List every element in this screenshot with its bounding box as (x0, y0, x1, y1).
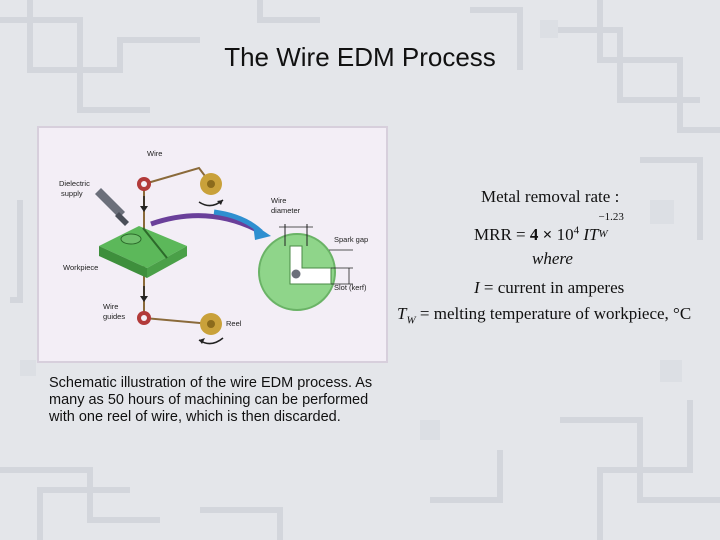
mrr-temp-subscript: W (598, 228, 608, 240)
mrr-current-symbol: I (583, 225, 589, 244)
definition-melting-temp: TW = melting temperature of workpiece, °… (397, 304, 691, 326)
mrr-ten-exponent: 4 (573, 224, 580, 237)
label-wire-guides-line1: Wire (103, 302, 118, 311)
formula-heading: Metal removal rate : (481, 187, 620, 206)
mrr-temp-exponent: −1.23 (598, 211, 624, 223)
label-wire-guides-line2: guides (103, 312, 125, 321)
label-reel: Reel (226, 319, 242, 328)
schematic-drawing: Wire Dielectric supply Workpiece Wire gu… (59, 149, 368, 345)
label-wire: Wire (147, 149, 162, 158)
workpiece-block (99, 226, 187, 278)
mrr-equals: = (516, 225, 526, 244)
label-spark-gap: Spark gap (334, 235, 368, 244)
melt-temp-symbol: T (397, 304, 407, 323)
dielectric-nozzle (95, 188, 129, 226)
upper-wire-guide-pulley (137, 177, 151, 191)
mrr-coefficient: 4 (529, 225, 539, 244)
upper-reel (198, 173, 224, 207)
mrr-temp-symbol: T (589, 225, 599, 244)
label-workpiece: Workpiece (63, 263, 98, 272)
mrr-ten: 10 (556, 225, 574, 244)
definition-current: I = current in amperes (474, 278, 624, 298)
figure-caption: Schematic illustration of the wire EDM p… (49, 375, 373, 425)
zoom-arrow (150, 209, 271, 240)
label-dielectric-line1: Dielectric (59, 179, 90, 188)
zoom-detail-circle (258, 224, 353, 311)
current-symbol: I (474, 278, 480, 297)
label-wire-diameter-line2: diameter (271, 206, 301, 215)
label-dielectric-line2: supply (61, 189, 83, 198)
lower-wire-guide-pulley (137, 311, 151, 325)
formula-where: where (532, 249, 573, 268)
label-slot-kerf: Slot (kerf) (334, 283, 367, 292)
label-wire-diameter-line1: Wire (271, 196, 286, 205)
melt-temp-subscript: W (406, 314, 416, 327)
wire-edm-schematic: Wire Dielectric supply Workpiece Wire gu… (37, 126, 388, 363)
melt-temp-definition: = melting temperature of workpiece, °C (419, 304, 692, 323)
current-definition: = current in amperes (483, 278, 625, 297)
mrr-times: × (542, 225, 553, 244)
mrr-lhs: MRR (474, 225, 512, 244)
slide-title: The Wire EDM Process (224, 42, 496, 72)
lower-reel (198, 313, 224, 345)
